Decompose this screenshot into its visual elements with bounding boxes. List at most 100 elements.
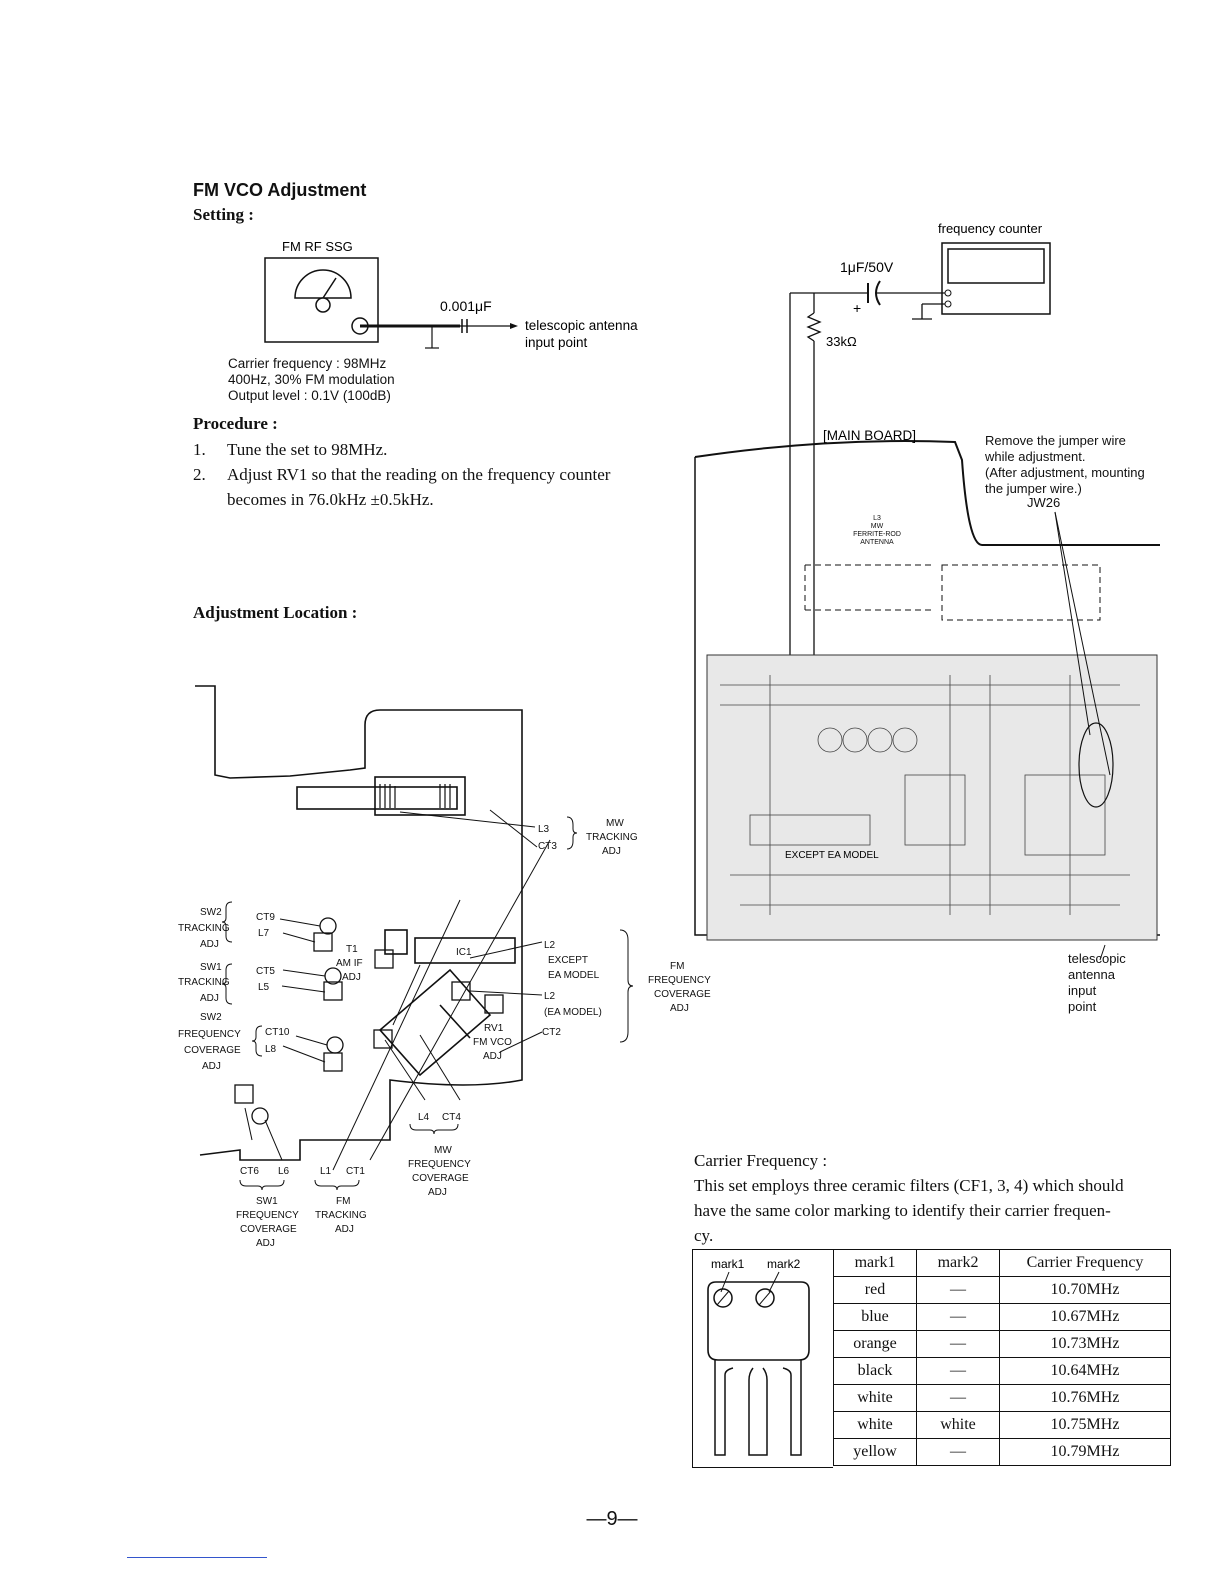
label-sw2-freq: SW2 <box>200 1012 222 1023</box>
label-sw1-freq: FREQUENCY <box>236 1210 299 1221</box>
antenna-point-label: point <box>1068 999 1097 1014</box>
label-l1: L1 <box>320 1166 332 1177</box>
label-ct4: CT4 <box>442 1112 461 1123</box>
label-fm-freq: COVERAGE <box>654 989 711 1000</box>
ssg-meter-icon <box>294 269 352 299</box>
label-mw-tracking: TRACKING <box>586 832 638 843</box>
label-sw2-freq: FREQUENCY <box>178 1029 241 1040</box>
label-fm-tracking: FM <box>336 1196 350 1207</box>
label-am-if: AM IF <box>336 958 363 969</box>
label-mw-freq: COVERAGE <box>412 1173 469 1184</box>
table-row: yellow—10.79MHz <box>833 1438 1171 1466</box>
except-ea-label: EXCEPT EA MODEL <box>785 850 879 861</box>
jw26-label: JW26 <box>1027 495 1060 510</box>
carrier-text-line: have the same color marking to identify … <box>694 1201 1111 1220</box>
ssg-specs: Carrier frequency : 98MHz 400Hz, 30% FM … <box>228 356 395 404</box>
adj-trimmer-icon <box>234 1084 254 1104</box>
label-ct5: CT5 <box>256 966 275 977</box>
adj-trimmer-icon <box>373 1029 393 1049</box>
label-ct2: CT2 <box>542 1027 561 1038</box>
column-header: Carrier Frequency <box>999 1249 1171 1277</box>
jumper-note: the jumper wire.) <box>985 481 1082 496</box>
label-adj: ADJ <box>342 972 361 983</box>
carrier-text-line: cy. <box>694 1226 714 1245</box>
l3-note: MW <box>871 523 884 530</box>
page-title: FM VCO Adjustment <box>193 180 367 200</box>
procedure-step: 2.Adjust RV1 so that the reading on the … <box>193 465 611 484</box>
resistor-label: 33kΩ <box>826 334 857 349</box>
label-mw-freq: MW <box>434 1145 452 1156</box>
label-l2-ea: (EA MODEL) <box>544 1007 602 1018</box>
table-row: red—10.70MHz <box>833 1276 1171 1304</box>
label-ct10: CT10 <box>265 1027 290 1038</box>
antenna-point-label: input <box>1068 983 1097 998</box>
ssg-box <box>264 257 379 343</box>
label-fm-freq: FREQUENCY <box>648 975 711 986</box>
label-l7: L7 <box>258 928 270 939</box>
label-l4: L4 <box>418 1112 430 1123</box>
label-mw-tracking: ADJ <box>602 846 621 857</box>
label-ic1: IC1 <box>456 947 472 958</box>
freq-counter-display <box>947 248 1045 284</box>
label-sw1-tracking: SW1 <box>200 962 222 973</box>
label-fm-freq: FM <box>670 961 684 972</box>
label-ct9: CT9 <box>256 912 275 923</box>
adj-trimmer-icon <box>374 949 394 969</box>
carrier-paragraph: This set employs three ceramic filters (… <box>694 1173 1179 1248</box>
procedure-step: becomes in 76.0kHz ±0.5kHz. <box>227 490 434 509</box>
label-ct6: CT6 <box>240 1166 259 1177</box>
carrier-text-line: This set employs three ceramic filters (… <box>694 1176 1124 1195</box>
freq-counter-box <box>941 242 1051 315</box>
adj-trimmer-icon <box>323 981 343 1001</box>
page-number: —9— <box>586 1508 638 1530</box>
label-sw1-freq: SW1 <box>256 1196 278 1207</box>
label-mw-freq: FREQUENCY <box>408 1159 471 1170</box>
label-fm-tracking: ADJ <box>335 1224 354 1235</box>
l3-note: ANTENNA <box>860 539 894 546</box>
label-rv1: ADJ <box>483 1051 502 1062</box>
label-l2-except: EXCEPT <box>548 955 588 966</box>
plus-label: + <box>853 300 861 316</box>
ssg-setup-diagram: FM RF SSG 0.001μF telescopic antenna inp… <box>264 239 638 350</box>
label-ct3: CT3 <box>538 841 557 852</box>
label-ct1: CT1 <box>346 1166 365 1177</box>
label-sw2-tracking: ADJ <box>200 939 219 950</box>
procedure-steps: 1.Tune the set to 98MHz. 2.Adjust RV1 so… <box>193 437 673 512</box>
footer-rule <box>127 1557 267 1558</box>
label-mw-tracking: MW <box>606 818 624 829</box>
antenna-point-label: telescopic <box>1068 951 1126 966</box>
cap-label: 0.001μF <box>440 298 492 314</box>
adj-trimmer-icon <box>484 994 504 1014</box>
label-sw2-freq: COVERAGE <box>184 1045 241 1056</box>
freq-counter-label: frequency counter <box>938 221 1043 236</box>
label-fm-freq: ADJ <box>670 1003 689 1014</box>
label-sw1-tracking: ADJ <box>200 993 219 1004</box>
mark1-label: mark1 <box>711 1257 745 1271</box>
spec-line: 400Hz, 30% FM modulation <box>228 372 395 387</box>
label-sw2-tracking: SW2 <box>200 907 222 918</box>
l3-note: FERRITE-ROD <box>853 531 901 538</box>
main-board-diagram: frequency counter 1μF/50V + 33kΩ <box>694 221 1160 1014</box>
l3-note: L3 <box>873 515 881 522</box>
label-rv1: FM VCO <box>473 1037 512 1048</box>
column-header: mark1 <box>833 1249 917 1277</box>
label-mw-freq: ADJ <box>428 1187 447 1198</box>
label-l2-except: EA MODEL <box>548 970 600 981</box>
antenna-point-label: antenna <box>1068 967 1116 982</box>
label-sw2-freq: ADJ <box>202 1061 221 1072</box>
spec-line: Carrier frequency : 98MHz <box>228 356 387 371</box>
ceramic-filter-icon: mark1 mark2 <box>707 1257 810 1456</box>
label-sw1-freq: ADJ <box>256 1238 275 1249</box>
label-sw1-tracking: TRACKING <box>178 977 230 988</box>
antenna-label-2: input point <box>525 335 588 350</box>
label-rv1: RV1 <box>484 1023 504 1034</box>
pcb-component-area <box>706 654 1158 941</box>
cap-1uf-label: 1μF/50V <box>840 259 894 275</box>
label-sw1-freq: COVERAGE <box>240 1224 297 1235</box>
adj-trimmer-icon <box>313 932 333 952</box>
adj-cap-icon <box>319 917 337 935</box>
label-fm-tracking: TRACKING <box>315 1210 367 1221</box>
table-row: black—10.64MHz <box>833 1357 1171 1385</box>
adj-cap-icon <box>326 1036 344 1054</box>
